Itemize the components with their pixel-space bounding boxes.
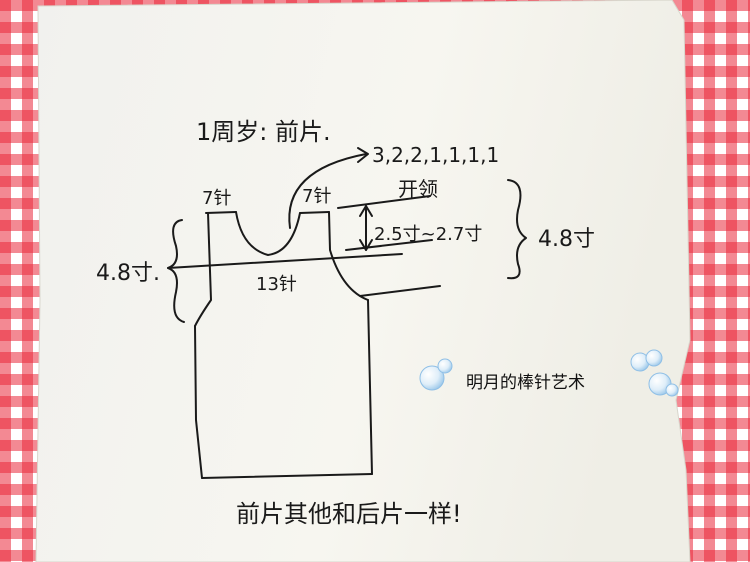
right-stitch-count-note: 7针	[302, 186, 331, 207]
decrease-sequence-note: 3,2,2,1,1,1,1	[372, 143, 499, 167]
right-height-note: 4.8寸	[538, 227, 595, 252]
watermark-text: 明月的棒针艺术	[466, 373, 585, 393]
neck-opening-note: 开领	[398, 177, 438, 201]
garment-diagram	[167, 147, 527, 479]
left-stitch-count-note: 7针	[202, 188, 231, 209]
center-stitch-count-note: 13针	[256, 274, 297, 295]
footer-note: 前片其他和后片一样!	[236, 500, 462, 528]
neck-depth-note: 2.5寸~2.7寸	[374, 224, 482, 245]
heart-bubbles-icon	[419, 349, 679, 397]
paper-sheet	[35, 0, 691, 562]
left-height-note: 4.8寸.	[96, 261, 160, 286]
title-note: 1周岁: 前片.	[196, 118, 331, 146]
